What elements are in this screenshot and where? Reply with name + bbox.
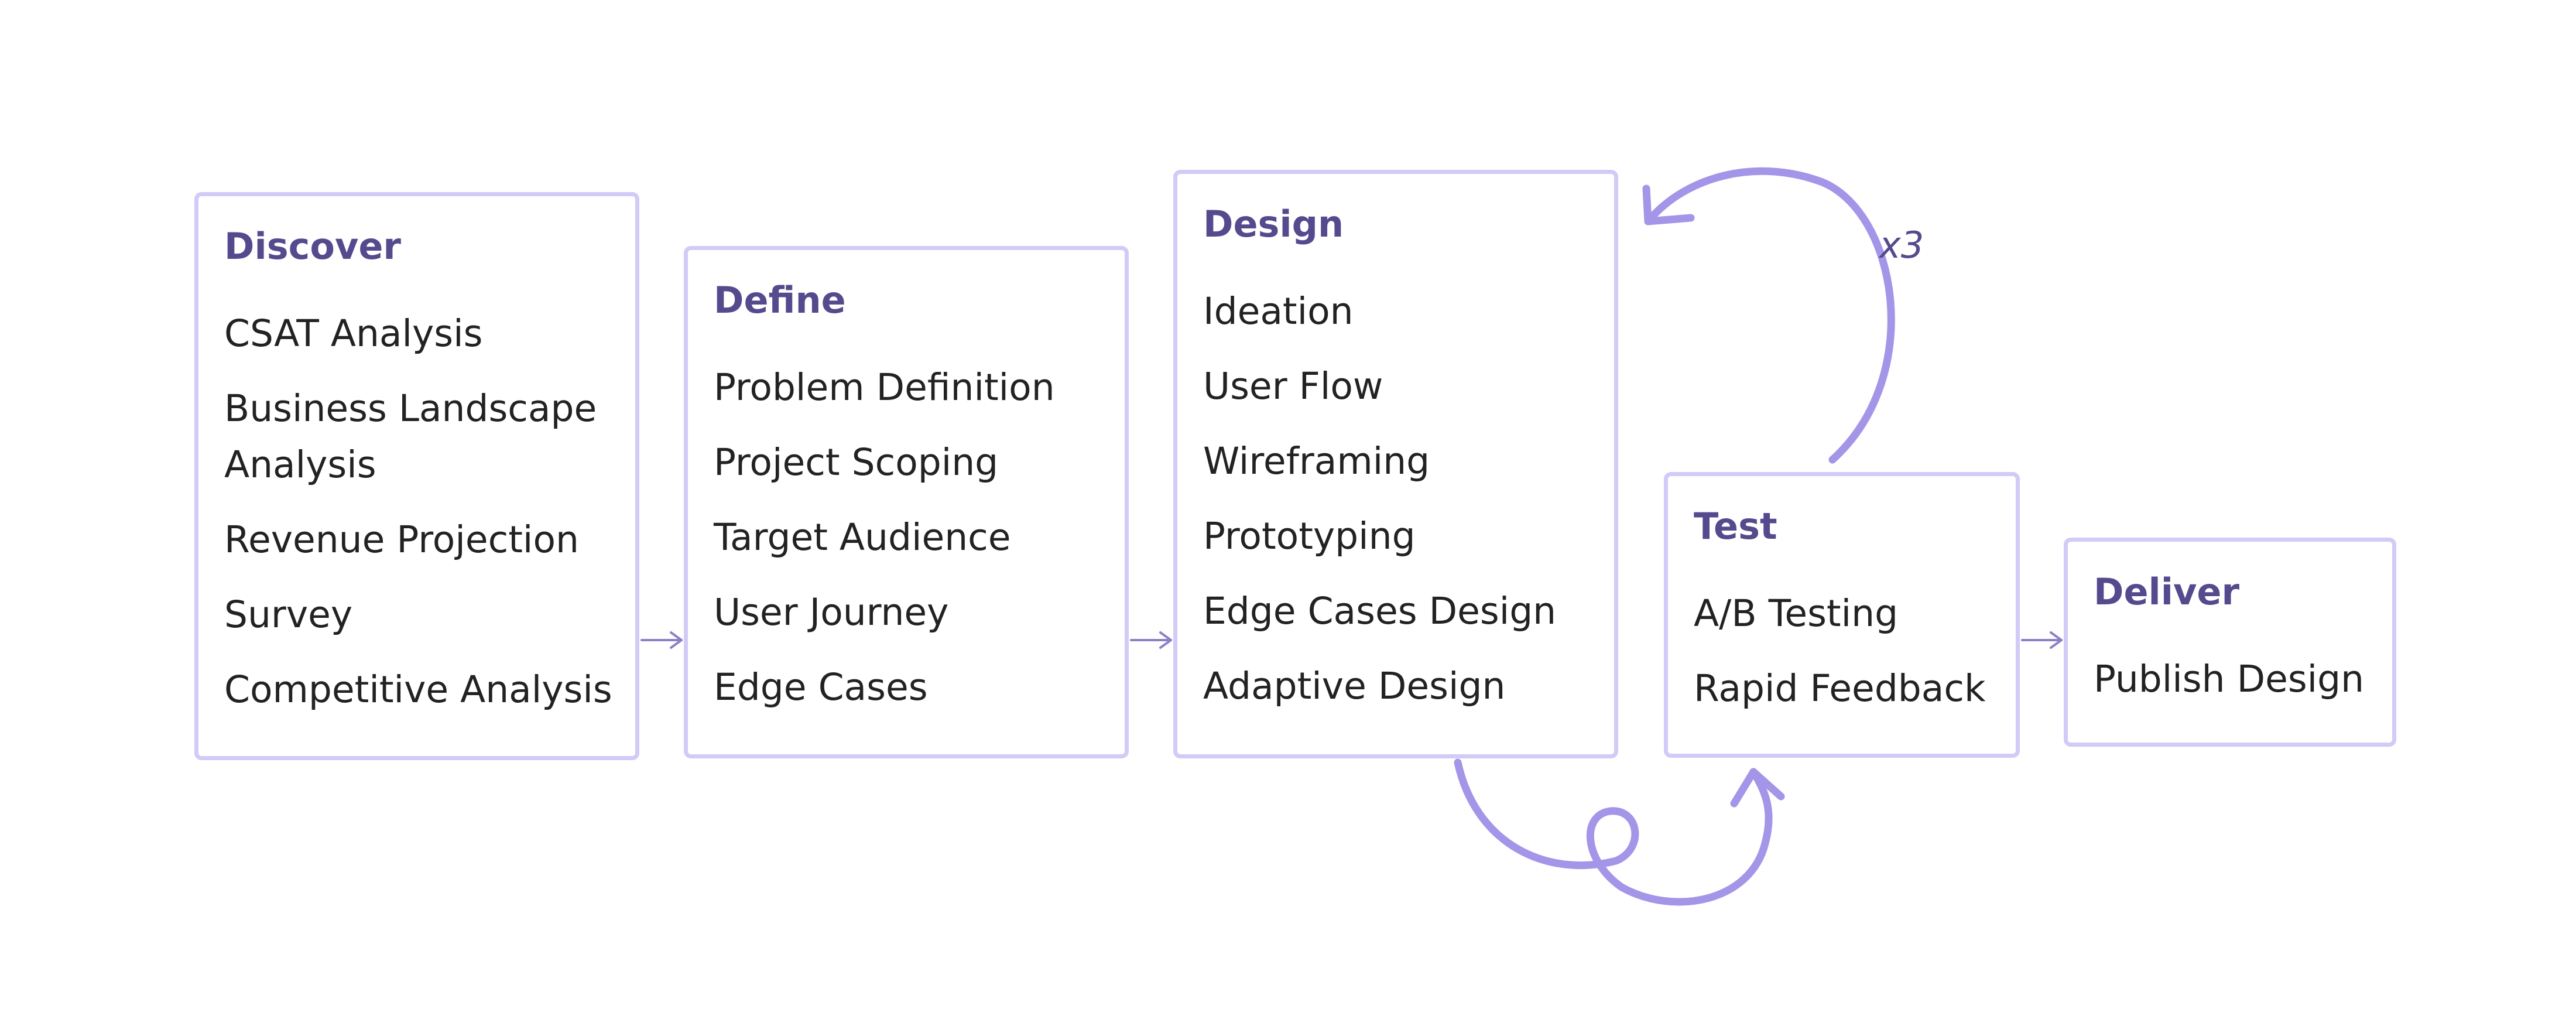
stage-define: Define Problem Definition Project Scopin… <box>684 246 1129 758</box>
list-item: Prototyping <box>1203 515 1416 558</box>
list-item: User Journey <box>714 591 949 634</box>
loop-count-label: x3 <box>1878 224 1924 266</box>
list-item: Project Scoping <box>714 441 999 484</box>
list-item: Target Audience <box>714 516 1011 559</box>
stage-deliver: Deliver Publish Design <box>2064 538 2396 747</box>
stage-design: Design Ideation User Flow Wireframing Pr… <box>1173 170 1618 758</box>
list-item: CSAT Analysis <box>224 312 483 355</box>
stage-title: Discover <box>224 225 402 268</box>
list-item: Edge Cases Design <box>1203 590 1557 632</box>
stage-test: Test A/B Testing Rapid Feedback <box>1664 472 2020 758</box>
list-item: Wireframing <box>1203 440 1430 483</box>
stage-title: Define <box>714 279 846 322</box>
list-item: User Flow <box>1203 365 1383 408</box>
stage-title: Test <box>1694 505 1777 548</box>
stage-title: Design <box>1203 203 1344 245</box>
list-item: Problem Definition <box>714 366 1055 409</box>
connector-arrow-discover-define <box>640 631 683 649</box>
list-item: A/B Testing <box>1694 592 1899 635</box>
stage-title: Deliver <box>2094 570 2240 613</box>
list-item: Revenue Projection <box>224 518 579 561</box>
list-item: Adaptive Design <box>1203 665 1506 707</box>
curly-arrow-design-to-test <box>1454 758 1785 906</box>
stage-discover: Discover CSAT Analysis Business Landscap… <box>194 192 639 760</box>
loop-arrow-test-to-design <box>1642 167 1895 464</box>
list-item: Edge Cases <box>714 666 928 709</box>
list-item: Survey <box>224 593 353 636</box>
list-item: Business Landscape Analysis <box>224 387 597 486</box>
list-item: Competitive Analysis <box>224 668 612 711</box>
connector-arrow-define-design <box>1130 631 1172 649</box>
list-item: Ideation <box>1203 290 1354 333</box>
list-item: Rapid Feedback <box>1694 667 1986 710</box>
connector-arrow-test-deliver <box>2021 631 2063 649</box>
list-item: Publish Design <box>2094 658 2365 700</box>
